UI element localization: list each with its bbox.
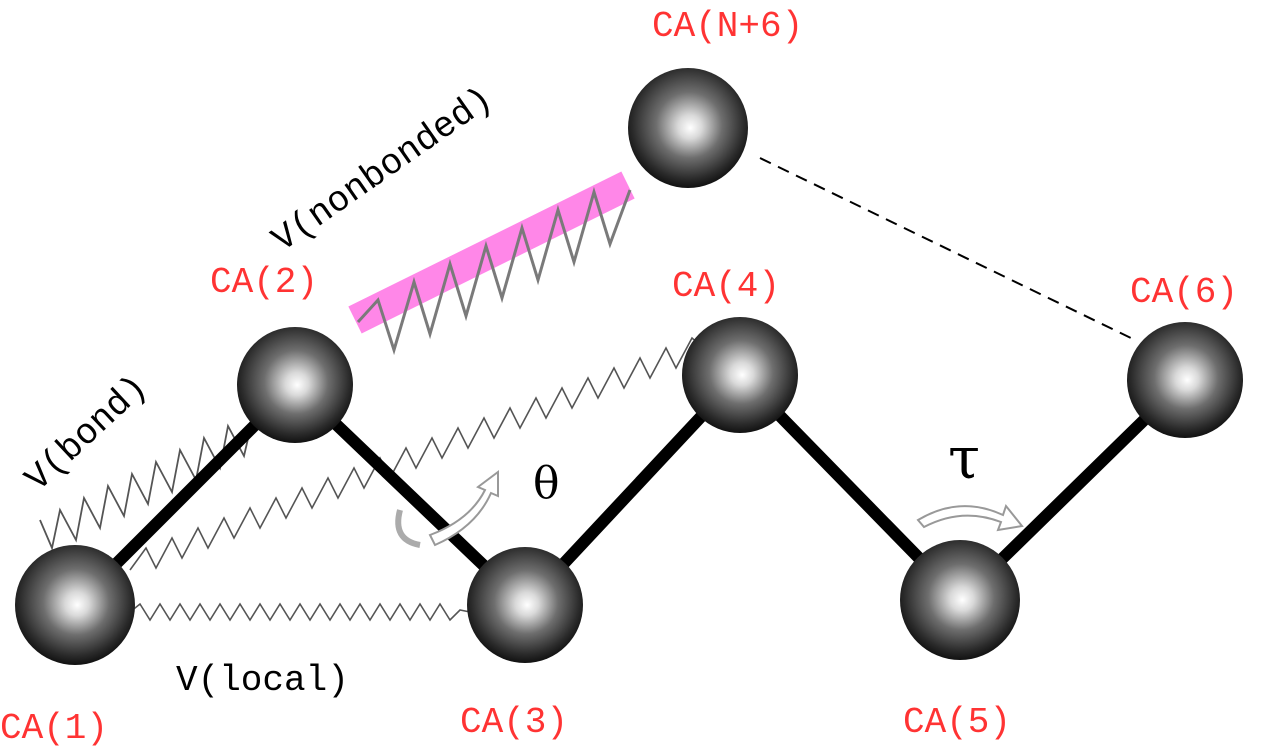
label-theta: θ bbox=[533, 458, 560, 509]
label-ca4: CA(4) bbox=[672, 266, 780, 307]
atom-ca1 bbox=[15, 545, 135, 665]
label-ca5: CA(5) bbox=[903, 702, 1011, 743]
atom-ca3 bbox=[467, 547, 583, 663]
label-v-nonbonded: V(nonbonded) bbox=[265, 79, 501, 261]
nonbonded-spring bbox=[356, 186, 632, 356]
label-v-local: V(local) bbox=[176, 660, 349, 701]
label-ca3: CA(3) bbox=[460, 702, 568, 743]
local-spring-1-4 bbox=[129, 336, 701, 571]
bond-angle-arrow-icon bbox=[428, 470, 499, 547]
bond-angle-arc bbox=[395, 509, 421, 548]
atom-ca2 bbox=[237, 327, 353, 443]
atom-caN6 bbox=[628, 68, 748, 188]
nonbonded-dashed-link bbox=[759, 157, 1136, 341]
label-tau: τ bbox=[948, 424, 980, 492]
backbone bbox=[69, 369, 1191, 611]
label-ca2: CA(2) bbox=[210, 262, 318, 303]
local-spring-1-3 bbox=[129, 602, 471, 622]
label-caN6: CA(N+6) bbox=[652, 6, 803, 47]
atom-ca6 bbox=[1127, 322, 1243, 438]
atom-ca4 bbox=[682, 317, 798, 433]
label-ca6: CA(6) bbox=[1130, 272, 1238, 313]
torsion-arrow-icon bbox=[916, 503, 1024, 532]
atom-ca5 bbox=[900, 540, 1020, 660]
nonbonded-band bbox=[348, 171, 635, 334]
label-ca1: CA(1) bbox=[0, 708, 108, 748]
